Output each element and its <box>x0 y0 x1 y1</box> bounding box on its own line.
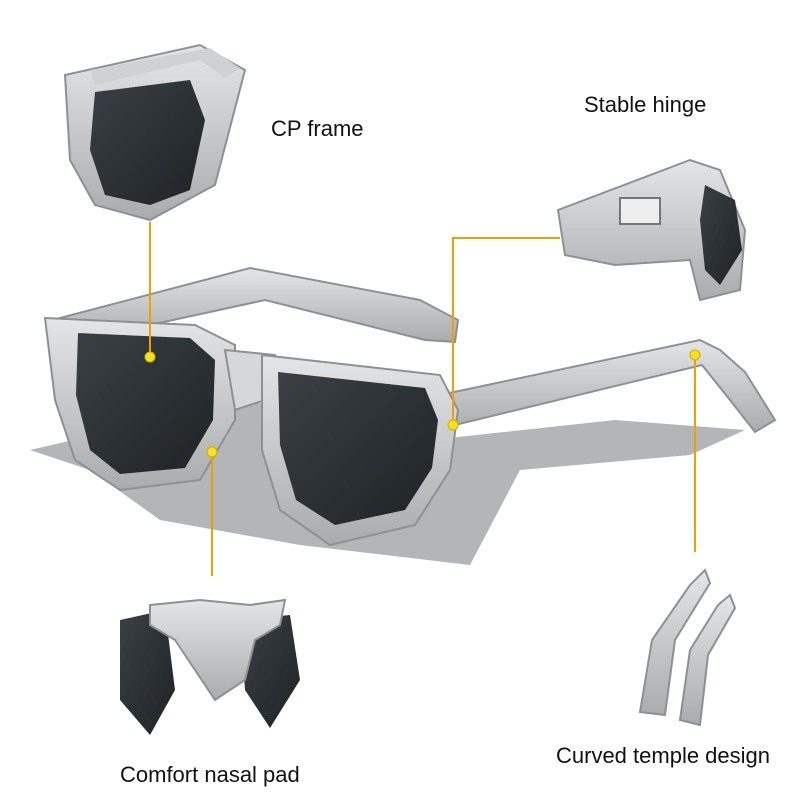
stable-hinge-label: Stable hinge <box>584 92 707 117</box>
temple-tips-inset <box>638 568 737 727</box>
cp-frame-label: CP frame <box>271 116 364 141</box>
right-lens <box>278 372 438 525</box>
left-lens <box>76 333 215 474</box>
callout-dots <box>144 349 701 458</box>
comfort-nasal-pad-label: Comfort nasal pad <box>120 762 300 787</box>
hinge-inset <box>556 158 747 302</box>
nasal-pad-inset <box>120 598 300 735</box>
right-temple-arm <box>438 338 777 434</box>
callout-lines <box>149 222 696 576</box>
cp-frame-inset <box>63 43 247 222</box>
curved-temple-design-label: Curved temple design <box>556 743 771 768</box>
